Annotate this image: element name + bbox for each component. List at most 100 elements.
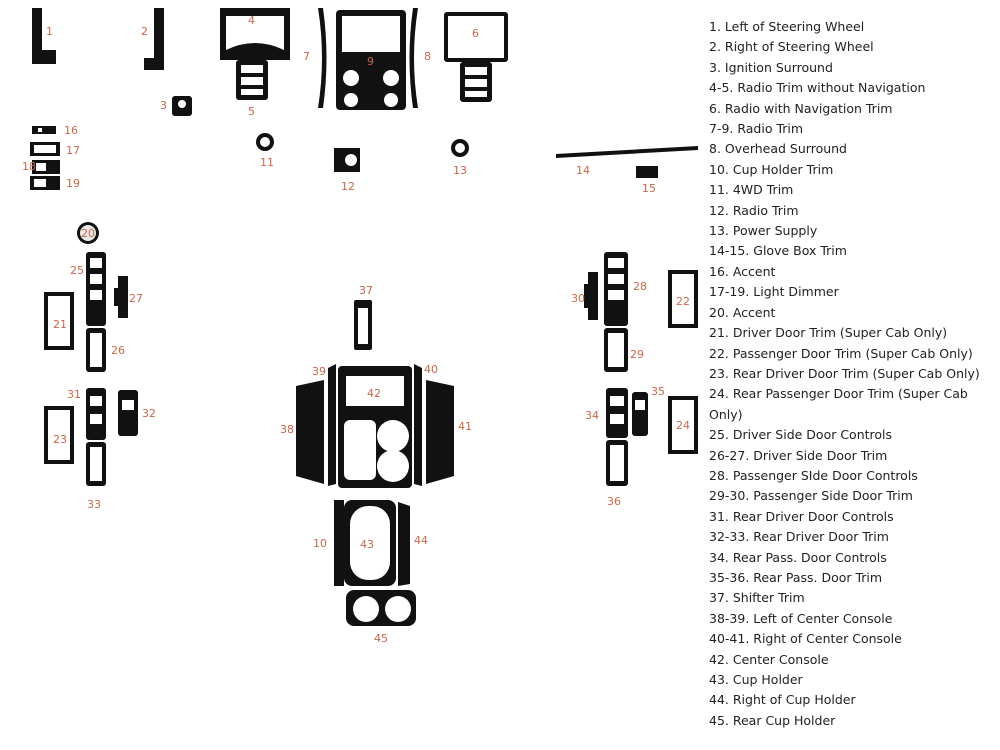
- callout-13: 13: [453, 164, 467, 177]
- legend-item: 6. Radio with Navigation Trim: [709, 100, 893, 116]
- part-34: [606, 388, 628, 438]
- callout-43: 43: [360, 538, 374, 551]
- callout-33: 33: [87, 498, 101, 511]
- legend-item: 26-27. Driver Side Door Trim: [709, 447, 888, 463]
- part-41: [426, 380, 454, 484]
- legend-item: 25. Driver Side Door Controls: [709, 427, 893, 443]
- legend-item: 20. Accent: [709, 304, 776, 320]
- legend-item: 29-30. Passenger Side Door Trim: [709, 488, 913, 504]
- legend-item: 17-19. Light Dimmer: [709, 284, 839, 300]
- part-35: [632, 392, 648, 436]
- callout-42: 42: [367, 387, 381, 400]
- callout-38: 38: [280, 423, 294, 436]
- legend-item: 16. Accent: [709, 263, 776, 279]
- callout-7: 7: [303, 50, 310, 63]
- parts-diagram: 1 2 3 4 5 7 9 8 6 11 12 13 14 15 16: [22, 8, 698, 645]
- callout-25: 25: [70, 264, 84, 277]
- callout-5: 5: [248, 105, 255, 118]
- legend-item: 44. Right of Cup Holder: [709, 692, 856, 708]
- part-10: [334, 500, 344, 586]
- part-2: [144, 8, 164, 70]
- legend-item: 24. Rear Passenger Door Trim (Super Cab …: [709, 386, 968, 422]
- part-16: [32, 126, 56, 134]
- callout-37: 37: [359, 284, 373, 297]
- legend-item: 42. Center Console: [709, 651, 829, 667]
- legend-item: 37. Shifter Trim: [709, 590, 805, 606]
- legend-item: 3. Ignition Surround: [709, 59, 833, 75]
- callout-21: 21: [53, 318, 67, 331]
- callout-28: 28: [633, 280, 647, 293]
- legend-item: 11. 4WD Trim: [709, 182, 794, 198]
- legend-item: 38-39. Left of Center Console: [709, 610, 893, 626]
- part-25: [86, 252, 106, 326]
- callout-14: 14: [576, 164, 590, 177]
- legend-item: 35-36. Rear Pass. Door Trim: [709, 569, 883, 585]
- legend-item: 1. Left of Steering Wheel: [709, 19, 865, 34]
- legend-item: 28. Passenger SIde Door Controls: [709, 467, 918, 483]
- legend-item: 23. Rear Driver Door Trim (Super Cab Onl…: [709, 365, 980, 381]
- legend-item: 21. Driver Door Trim (Super Cab Only): [709, 325, 948, 341]
- callout-6: 6: [472, 27, 479, 40]
- legend-item: 10. Cup Holder Trim: [709, 161, 834, 177]
- callout-10: 10: [313, 537, 327, 550]
- callout-12: 12: [341, 180, 355, 193]
- part-15: [636, 166, 658, 178]
- legend-item: 43. Cup Holder: [709, 672, 803, 687]
- legend-item: 8. Overhead Surround: [709, 141, 847, 157]
- part-39: [328, 364, 336, 486]
- callout-29: 29: [630, 348, 644, 361]
- part-32: [118, 390, 138, 436]
- legend-item: 31. Rear Driver Door Controls: [709, 508, 894, 524]
- callout-27: 27: [129, 292, 143, 305]
- part-38: [296, 380, 324, 484]
- legend-item: 40-41. Right of Center Console: [709, 631, 902, 647]
- legend-item: 22. Passenger Door Trim (Super Cab Only): [709, 345, 973, 361]
- callout-34: 34: [585, 409, 599, 422]
- callout-45: 45: [374, 632, 388, 645]
- parts-legend: 1. Left of Steering Wheel 2. Right of St…: [709, 17, 999, 731]
- callout-3: 3: [160, 99, 167, 112]
- callout-15: 15: [642, 182, 656, 195]
- legend-item: 2. Right of Steering Wheel: [709, 39, 874, 55]
- callout-32: 32: [142, 407, 156, 420]
- callout-11: 11: [260, 156, 274, 169]
- callout-18: 18: [22, 160, 36, 173]
- legend-item: 34. Rear Pass. Door Controls: [709, 549, 887, 565]
- callout-26: 26: [111, 344, 125, 357]
- legend-item: 32-33. Rear Driver Door Trim: [709, 529, 889, 545]
- callout-19: 19: [66, 177, 80, 190]
- callout-31: 31: [67, 388, 81, 401]
- callout-41: 41: [458, 420, 472, 433]
- legend-item: 7-9. Radio Trim: [709, 121, 804, 137]
- part-27: [114, 276, 128, 318]
- legend-item: 4-5. Radio Trim without Navigation: [709, 80, 926, 96]
- callout-16: 16: [64, 124, 78, 137]
- callout-35: 35: [651, 385, 665, 398]
- legend-item: 14-15. Glove Box Trim: [709, 243, 847, 259]
- part-1: [32, 8, 56, 64]
- callout-40: 40: [424, 363, 438, 376]
- callout-2: 2: [141, 25, 148, 38]
- part-7: [318, 8, 327, 108]
- callout-9: 9: [367, 55, 374, 68]
- part-44: [398, 502, 410, 586]
- callout-8: 8: [424, 50, 431, 63]
- callout-17: 17: [66, 144, 80, 157]
- callout-1: 1: [46, 25, 53, 38]
- callout-36: 36: [607, 495, 621, 508]
- callout-23: 23: [53, 433, 67, 446]
- legend-item: 13. Power Supply: [709, 223, 818, 239]
- callout-22: 22: [676, 295, 690, 308]
- part-14: [556, 146, 698, 158]
- legend-item: 12. Radio Trim: [709, 202, 799, 218]
- part-40: [414, 364, 422, 486]
- part-30: [584, 272, 598, 320]
- callout-30: 30: [571, 292, 585, 305]
- part-28: [604, 252, 628, 326]
- legend-item: 45. Rear Cup Holder: [709, 712, 836, 728]
- callout-44: 44: [414, 534, 428, 547]
- callout-20: 20: [81, 227, 95, 240]
- callout-4: 4: [248, 14, 255, 27]
- callout-24: 24: [676, 419, 690, 432]
- callout-39: 39: [312, 365, 326, 378]
